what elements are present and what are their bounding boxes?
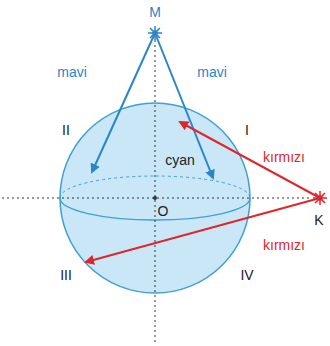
star-ray [322, 200, 325, 203]
ray-label: mavi [57, 65, 87, 79]
region-number: II [62, 123, 70, 137]
star-ray [313, 197, 317, 199]
star-ray [323, 197, 327, 199]
star-ray [154, 26, 156, 30]
point-label: O [158, 204, 169, 218]
region-number: I [245, 123, 249, 137]
point-label: M [149, 5, 161, 19]
star-ray [315, 200, 318, 203]
red-ray [86, 198, 320, 262]
red-source [313, 191, 327, 205]
star-ray [148, 32, 152, 34]
star-ray [154, 36, 156, 40]
ray-label: kırmızı [263, 238, 305, 252]
blue-ray [155, 33, 213, 178]
star-ray [315, 193, 318, 196]
ray-label: mavi [197, 65, 227, 79]
blue-ray [92, 33, 155, 172]
red-source-dot [317, 195, 323, 201]
star-ray [319, 201, 321, 205]
star-ray [319, 191, 321, 195]
star-ray [158, 32, 162, 34]
star-ray [322, 193, 325, 196]
region-number: IV [240, 268, 253, 282]
point-label: K [314, 213, 323, 227]
star-ray [150, 28, 153, 31]
blue-source-dot [152, 30, 158, 36]
ray-label: kırmızı [263, 150, 305, 164]
star-ray [157, 28, 160, 31]
star-ray [157, 35, 160, 38]
red-ray [180, 122, 320, 198]
region-number: III [60, 268, 72, 282]
center-dot [153, 196, 157, 200]
color-label: cyan [165, 153, 195, 167]
blue-source [148, 26, 162, 40]
star-ray [150, 35, 153, 38]
vertical-axis [155, 40, 156, 344]
